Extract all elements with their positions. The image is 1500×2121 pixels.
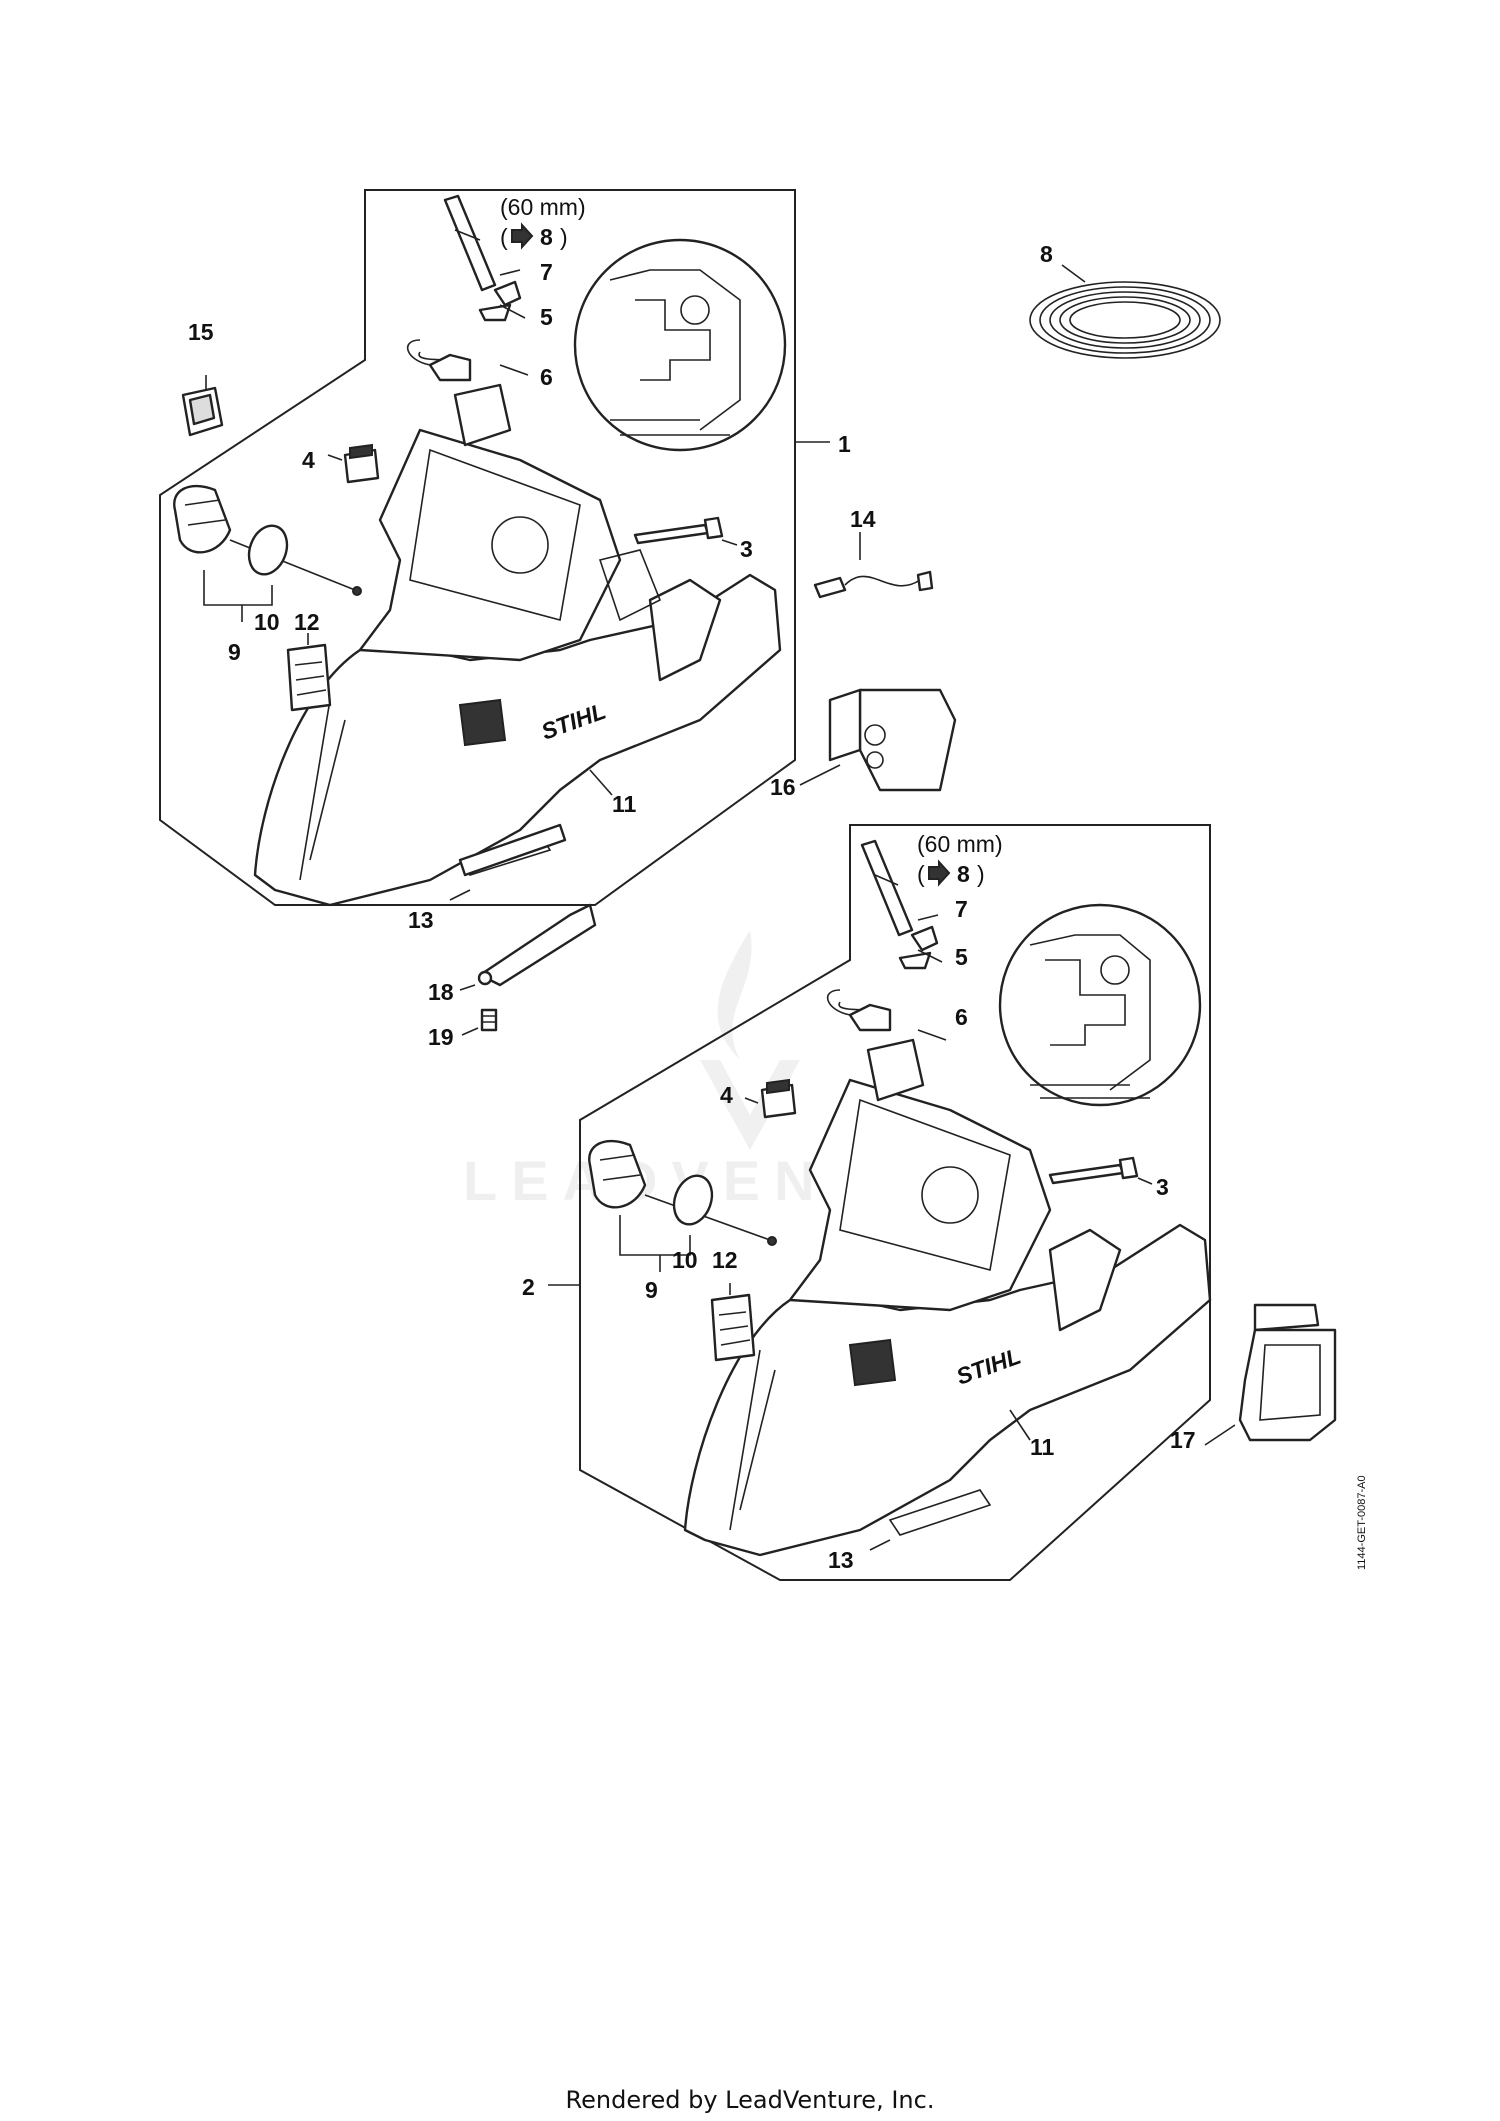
assembly-2: STIHL	[522, 824, 1212, 1581]
part-9-bottom	[588, 1139, 777, 1246]
part-3-bottom	[1048, 1156, 1139, 1185]
callout-7-top: 7	[540, 259, 553, 285]
callout-2: 2	[522, 1274, 535, 1300]
part-13-top	[458, 823, 567, 877]
detail-circle-top	[573, 238, 787, 452]
callout-12-bottom: 12	[712, 1247, 738, 1273]
callout-9-bottom: 9	[645, 1277, 658, 1303]
arrow-right-icon	[511, 222, 534, 250]
part-17: 17	[1170, 1303, 1337, 1453]
callout-1: 1	[838, 431, 851, 457]
part-16: 16	[770, 688, 957, 800]
callout-4-bottom: 4	[720, 1082, 733, 1108]
fuel-pickup-top	[406, 194, 522, 447]
callout-12-top: 12	[294, 609, 320, 635]
part-3-top	[633, 516, 724, 545]
hose-ref-bottom: 8	[957, 861, 970, 887]
callout-8: 8	[1040, 241, 1053, 267]
hose-length-note-bottom: (60 mm)	[917, 831, 1003, 857]
part-10-top	[247, 524, 289, 576]
callout-5-bottom: 5	[955, 944, 968, 970]
part-12-top	[286, 643, 332, 712]
callout-19: 19	[428, 1024, 454, 1050]
callout-10-bottom: 10	[672, 1247, 698, 1273]
hose-ref-top: 8	[540, 224, 553, 250]
part-14: 14	[813, 506, 934, 599]
arrow-right-icon	[928, 859, 951, 887]
callout-18: 18	[428, 979, 454, 1005]
callout-4-top: 4	[302, 447, 315, 473]
part-8-hose-coil: 8	[1029, 241, 1221, 359]
hose-ref-close-bottom: )	[977, 861, 985, 887]
part-4-bottom	[760, 1078, 797, 1119]
part-12-bottom	[710, 1293, 756, 1362]
part-4-top	[343, 443, 380, 484]
callout-11-bottom: 11	[1030, 1434, 1055, 1460]
callout-6-top: 6	[540, 364, 553, 390]
housing-top: STIHL	[253, 428, 782, 907]
drawing-code: 1144-GET-0087-A0	[1356, 1475, 1368, 1570]
part-15	[181, 386, 224, 437]
assembly-1: STIHL	[159, 189, 851, 933]
assembly-1-frame	[159, 189, 796, 906]
callout-13-bottom: 13	[828, 1547, 854, 1573]
housing-bottom: STIHL	[683, 1078, 1212, 1557]
callout-9-top: 9	[228, 639, 241, 665]
callout-16: 16	[770, 774, 796, 800]
detail-circle-bottom	[998, 903, 1202, 1107]
part-18: 18	[428, 903, 597, 1005]
callout-13-top: 13	[408, 907, 434, 933]
fuel-pickup-bottom	[826, 839, 939, 1102]
callout-11-top: 11	[612, 791, 637, 817]
callout-3-bottom: 3	[1156, 1174, 1169, 1200]
part-19: 19	[428, 1008, 498, 1050]
part-9-top	[173, 484, 362, 596]
callout-3-top: 3	[740, 536, 753, 562]
callout-5-top: 5	[540, 304, 553, 330]
callout-6-bottom: 6	[955, 1004, 968, 1030]
callout-15: 15	[188, 319, 214, 345]
assembly-2-frame	[579, 824, 1211, 1581]
callout-14: 14	[850, 506, 876, 532]
hose-length-note-top: (60 mm)	[500, 194, 586, 220]
hose-ref-close-top: )	[560, 224, 568, 250]
part-10-bottom	[672, 1174, 714, 1226]
callout-17: 17	[1170, 1427, 1196, 1453]
callout-7-bottom: 7	[955, 896, 968, 922]
hose-ref-open-top: (	[500, 224, 508, 250]
footer-credit: Rendered by LeadVenture, Inc.	[565, 2086, 935, 2114]
callout-10-top: 10	[254, 609, 280, 635]
hose-ref-open-bottom: (	[917, 861, 925, 887]
